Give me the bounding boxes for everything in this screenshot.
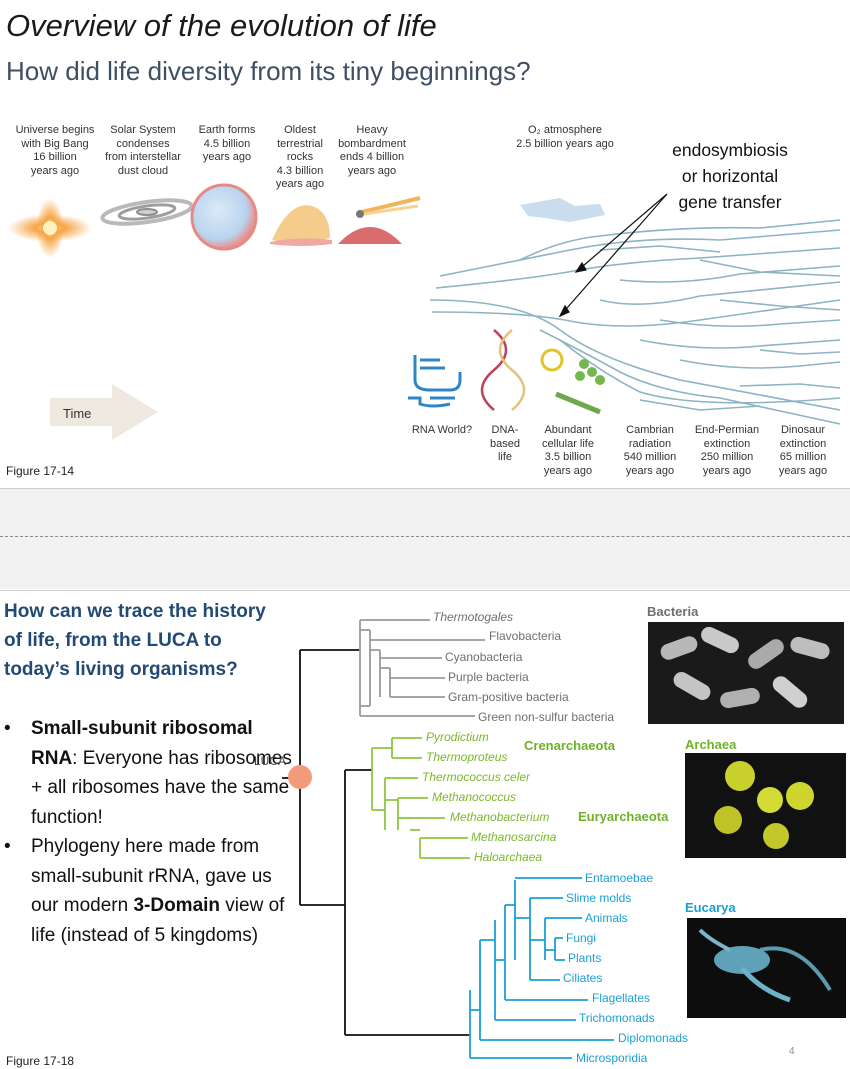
archaea-micrograph-icon bbox=[685, 753, 846, 858]
taxon-haloarchaea: Haloarchaea bbox=[474, 850, 543, 864]
group-crenarchaeota: Crenarchaeota bbox=[524, 738, 616, 753]
annotation-arrows bbox=[558, 193, 668, 318]
slide-title: Overview of the evolution of life bbox=[6, 8, 437, 43]
caption-earth-forms: Earth forms 4.5 billion years ago bbox=[198, 124, 256, 163]
big-bang-icon bbox=[8, 198, 92, 258]
rna-icon bbox=[408, 355, 462, 408]
taxon-methanobacterium: Methanobacterium bbox=[450, 810, 550, 824]
caption-dna-life: DNA- based life bbox=[490, 424, 520, 463]
earth-icon bbox=[190, 183, 258, 251]
bacteria-micrograph-icon bbox=[648, 622, 844, 724]
eucarya-micrograph-icon bbox=[687, 918, 846, 1018]
figure-label: Figure 17-14 bbox=[6, 464, 75, 478]
caption-end-permian: End-Permian extinction 250 million years… bbox=[694, 424, 760, 477]
annotation-endosymbiosis: endosymbiosis or horizontal gene transfe… bbox=[672, 140, 788, 212]
caption-solar-system: Solar System condenses from interstellar… bbox=[105, 124, 181, 177]
taxon-plants: Plants bbox=[568, 951, 602, 965]
group-euryarchaeota: Euryarchaeota bbox=[578, 809, 669, 824]
domain-eucarya: Eucarya bbox=[685, 900, 736, 915]
cloud-icon bbox=[520, 198, 605, 222]
taxon-thermotogales: Thermotogales bbox=[433, 610, 514, 624]
bullet-list: •Small-subunit ribosomal RNA: Everyone h… bbox=[4, 714, 294, 950]
caption-heavy-bombardment: Heavy bombardment ends 4 billion years a… bbox=[338, 124, 406, 177]
domain-bacteria: Bacteria bbox=[647, 604, 699, 619]
taxon-thermococcus: Thermococcus celer bbox=[422, 770, 531, 784]
taxon-animals: Animals bbox=[585, 911, 628, 925]
caption-oldest-rocks: Oldest terrestrial rocks 4.3 billion yea… bbox=[275, 124, 325, 190]
taxon-microsporidia: Microsporidia bbox=[576, 1051, 648, 1065]
caption-cambrian: Cambrian radiation 540 million years ago bbox=[623, 424, 677, 477]
caption-dinosaur: Dinosaur extinction 65 million years ago bbox=[778, 424, 828, 477]
caption-rna-world: RNA World? bbox=[411, 424, 473, 436]
rocks-icon bbox=[270, 205, 332, 246]
page-number: 4 bbox=[789, 1046, 795, 1057]
taxon-diplomonads: Diplomonads bbox=[618, 1031, 689, 1045]
tree-of-life-icon bbox=[429, 219, 841, 425]
taxon-cyanobacteria: Cyanobacteria bbox=[445, 650, 523, 664]
galaxy-icon bbox=[100, 198, 194, 226]
bullet-ribosomal-rna: •Small-subunit ribosomal RNA: Everyone h… bbox=[4, 718, 292, 828]
slide-evolution-overview: Overview of the evolution of life How di… bbox=[0, 0, 850, 489]
slide-question: How can we trace the history of life, fr… bbox=[4, 601, 266, 680]
taxon-purple-bacteria: Purple bacteria bbox=[448, 670, 529, 684]
taxon-fungi: Fungi bbox=[566, 931, 597, 945]
taxon-flavobacteria: Flavobacteria bbox=[489, 629, 562, 643]
luca-label: LUCA bbox=[254, 754, 287, 768]
domain-archaea: Archaea bbox=[685, 737, 737, 752]
figure-label-2: Figure 17-18 bbox=[6, 1054, 75, 1068]
bombardment-icon bbox=[338, 196, 421, 244]
caption-cellular-life: Abundant cellular life 3.5 billion years… bbox=[542, 424, 594, 477]
taxon-pyrodictium: Pyrodictium bbox=[426, 730, 489, 744]
taxon-ciliates: Ciliates bbox=[563, 971, 603, 985]
taxon-thermoproteus: Thermoproteus bbox=[426, 750, 508, 764]
bullet-phylogeny: •Phylogeny here made from small-subunit … bbox=[4, 836, 285, 946]
time-arrow-icon bbox=[50, 384, 158, 440]
slide-subtitle: How did life diversity from its tiny beg… bbox=[6, 56, 531, 86]
evolution-timeline-illustration bbox=[8, 183, 841, 440]
phylogenetic-tree bbox=[282, 619, 846, 1059]
taxon-flagellates: Flagellates bbox=[592, 991, 651, 1005]
time-label: Time bbox=[63, 406, 92, 421]
slide-gap bbox=[0, 489, 850, 589]
taxon-entamoebae: Entamoebae bbox=[585, 871, 654, 885]
taxon-methanosarcina: Methanosarcina bbox=[471, 830, 557, 844]
taxon-trichomonads: Trichomonads bbox=[579, 1011, 655, 1025]
caption-o2-atmosphere: O₂ atmosphere 2.5 billion years ago bbox=[516, 124, 614, 150]
caption-universe: Universe begins with Big Bang 16 billion… bbox=[15, 124, 95, 177]
luca-node bbox=[288, 765, 312, 789]
taxon-green-non-sulfur: Green non-sulfur bacteria bbox=[478, 710, 615, 724]
taxon-gram-positive: Gram-positive bacteria bbox=[448, 690, 569, 704]
taxon-slime-molds: Slime molds bbox=[566, 891, 632, 905]
page-divider bbox=[0, 536, 850, 537]
cellular-life-icon bbox=[540, 348, 605, 415]
dna-icon bbox=[480, 329, 526, 411]
taxon-methanococcus: Methanococcus bbox=[432, 790, 517, 804]
